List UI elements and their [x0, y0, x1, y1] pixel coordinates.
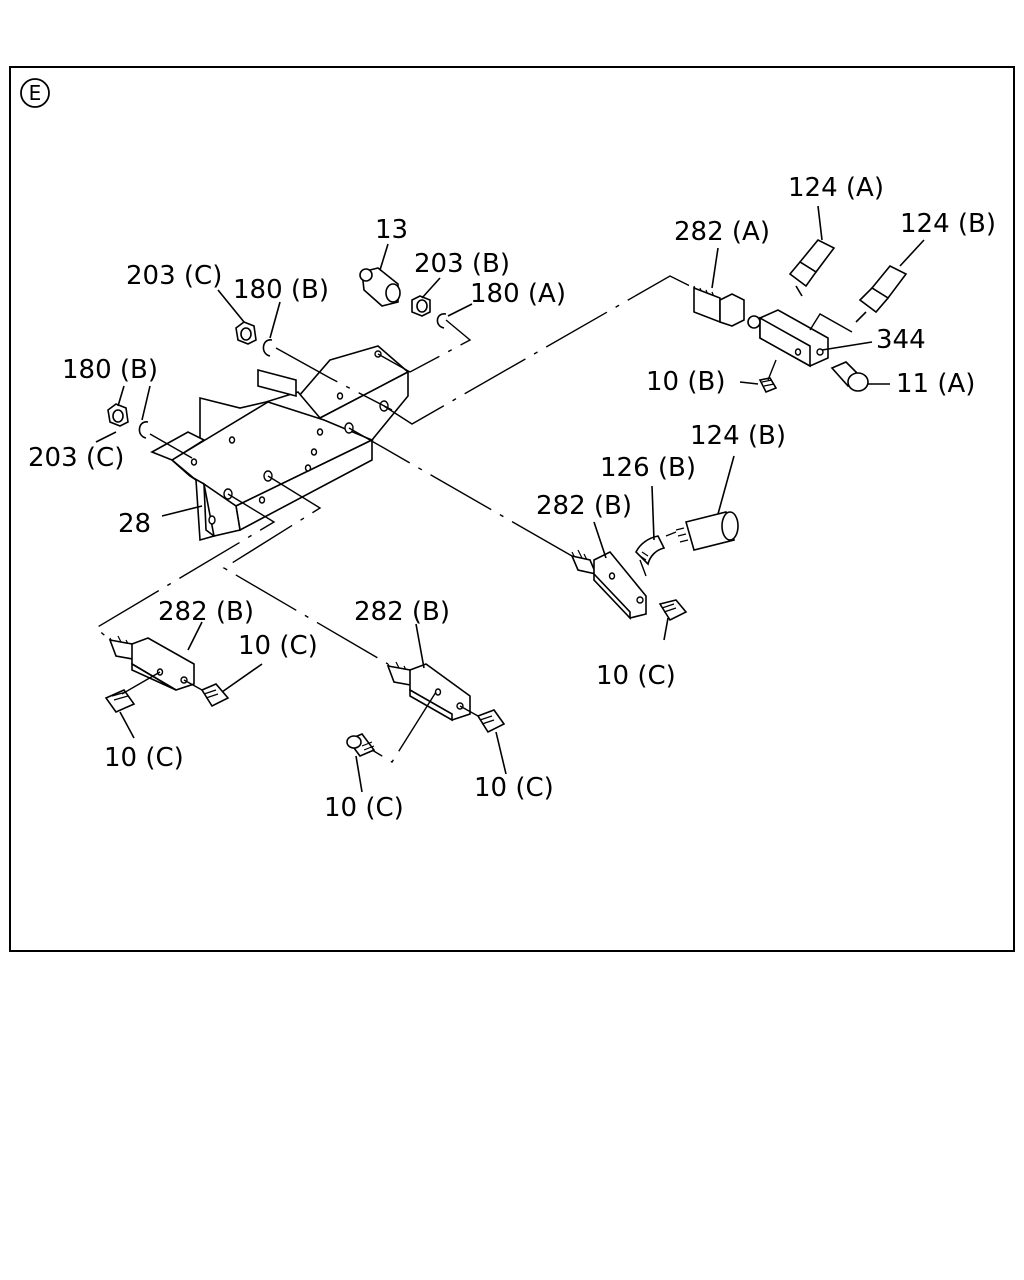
assembly-lines — [94, 275, 853, 763]
label-282a: 282 (A) — [674, 217, 770, 247]
spacer-part-13 — [359, 267, 401, 307]
plug-part-10c-left-right — [200, 683, 230, 708]
label-282b-left: 282 (B) — [158, 597, 254, 627]
label-344: 344 — [876, 325, 926, 355]
label-124a: 124 (A) — [788, 173, 884, 203]
label-11a: 11 (A) — [896, 369, 975, 399]
clip-part-180b-left — [138, 421, 149, 439]
plug-part-10b — [758, 377, 778, 394]
manifold-part-282b-low — [386, 661, 471, 722]
plug-part-10c-low-right — [476, 709, 506, 734]
label-203c-top: 203 (C) — [126, 261, 222, 291]
label-124b-top: 124 (B) — [900, 209, 996, 239]
manifold-part-282b-mid — [570, 549, 647, 621]
switch-part-124a — [788, 238, 836, 297]
nut-part-203c-top — [235, 321, 257, 345]
label-124b-mid: 124 (B) — [690, 421, 786, 451]
label-10b: 10 (B) — [646, 367, 725, 397]
nut-part-203c-left — [107, 403, 129, 427]
label-282b-mid: 282 (B) — [536, 491, 632, 521]
label-282b-low: 282 (B) — [354, 597, 450, 627]
plug-part-10c-left-bottom — [104, 689, 136, 713]
label-10c-mid: 10 (C) — [596, 661, 676, 691]
frame-bracket-part-28 — [150, 345, 410, 542]
label-180b-left: 180 (B) — [62, 355, 158, 385]
label-10c-low-left: 10 (C) — [324, 793, 404, 823]
label-10c-left-right: 10 (C) — [238, 631, 318, 661]
diagram-frame — [9, 66, 1015, 952]
label-126b: 126 (B) — [600, 453, 696, 483]
clip-part-180b-top — [262, 339, 273, 357]
clip-part-180a — [436, 313, 447, 329]
switch-part-124b-top — [855, 264, 908, 323]
manifold-part-282b-left — [108, 635, 195, 691]
label-203c-left: 203 (C) — [28, 443, 124, 473]
plug-part-11a — [830, 361, 869, 392]
label-180a: 180 (A) — [470, 279, 566, 309]
label-203b: 203 (B) — [414, 249, 510, 279]
view-marker: E — [20, 78, 50, 108]
manifold-part-344 — [759, 309, 829, 368]
label-10c-left-bottom: 10 (C) — [104, 743, 184, 773]
elbow-part-126b — [635, 535, 666, 566]
view-marker-letter: E — [29, 81, 42, 105]
callout-labels: 13 203 (B) 180 (A) 203 (C) 180 (B) 180 (… — [28, 173, 996, 823]
adapter-part-282a — [693, 285, 761, 329]
plug-part-10c-mid — [658, 599, 688, 622]
label-180b-top: 180 (B) — [233, 275, 329, 305]
plug-part-10c-low-left — [346, 733, 376, 757]
switch-part-124b-mid — [675, 511, 739, 551]
label-10c-low-right: 10 (C) — [474, 773, 554, 803]
label-28: 28 — [118, 509, 151, 539]
leader-lines — [95, 205, 925, 793]
label-13: 13 — [375, 215, 408, 245]
nut-part-203b — [411, 295, 431, 317]
